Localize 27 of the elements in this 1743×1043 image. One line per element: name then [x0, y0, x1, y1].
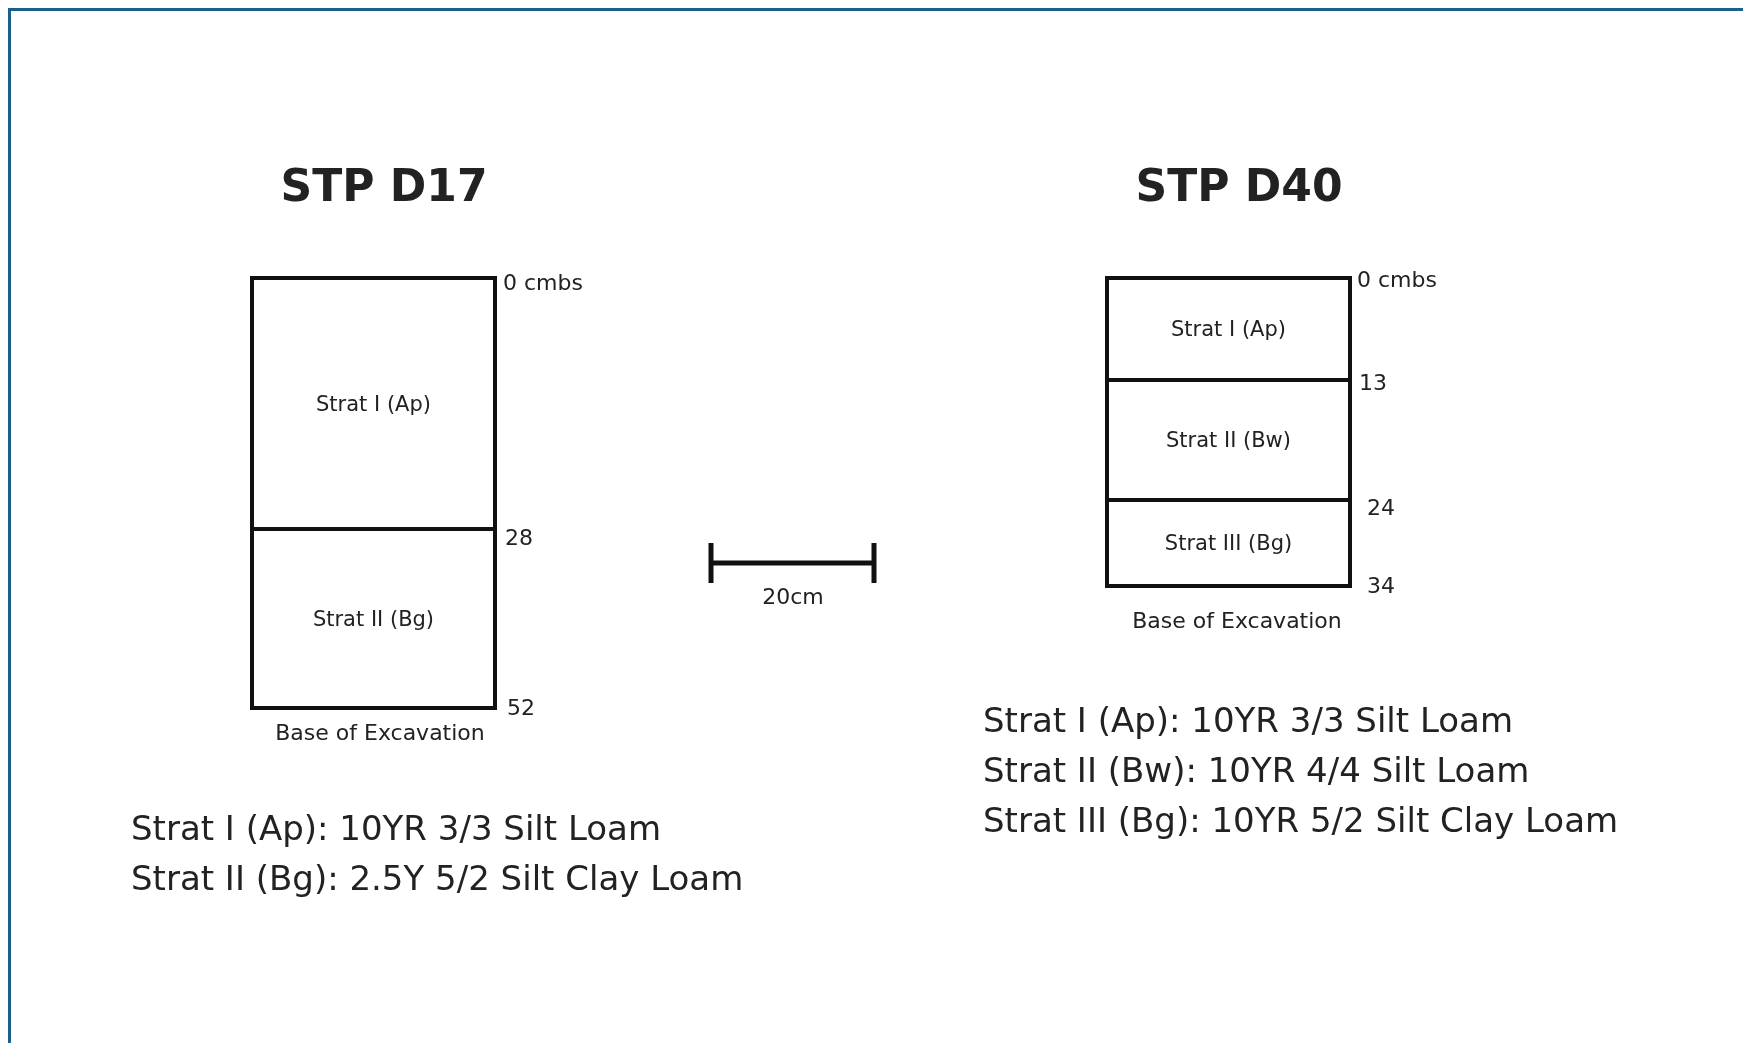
stratum-label: Strat I (Ap) — [316, 391, 431, 416]
stratum-box — [250, 531, 497, 710]
stratum-box — [1105, 276, 1352, 382]
soil-description: Strat II (Bg): 2.5Y 5/2 Silt Clay Loam — [131, 858, 744, 898]
depth-label: 34 — [1367, 573, 1395, 598]
stratum-label: Strat II (Bw) — [1166, 428, 1291, 452]
depth-label: 24 — [1367, 495, 1395, 520]
stratum-label: Strat III (Bg) — [1164, 531, 1293, 555]
soil-description: Strat II (Bw): 10YR 4/4 Silt Loam — [983, 750, 1530, 790]
stratum-label: Strat I (Ap) — [1171, 317, 1286, 341]
stratum-box — [1105, 502, 1352, 588]
soil-description: Strat I (Ap): 10YR 3/3 Silt Loam — [131, 808, 662, 848]
base-label: Base of Excavation — [275, 720, 485, 745]
stratum-label: Strat II (Bg) — [312, 606, 435, 631]
soil-description: Strat III (Bg): 10YR 5/2 Silt Clay Loam — [983, 800, 1619, 840]
scale-label: 20cm — [762, 584, 824, 609]
profile-title: STP D17 — [280, 160, 488, 211]
depth-label: 13 — [1359, 370, 1387, 395]
depth-label: 0 cmbs — [503, 270, 583, 295]
profile-title: STP D40 — [1135, 160, 1343, 211]
soil-description: Strat I (Ap): 10YR 3/3 Silt Loam — [983, 700, 1514, 740]
depth-label: 52 — [507, 695, 535, 720]
depth-label: 28 — [505, 525, 533, 550]
base-label: Base of Excavation — [1132, 608, 1342, 633]
stratum-box — [1105, 382, 1352, 502]
stratum-box — [250, 276, 497, 531]
depth-label: 0 cmbs — [1357, 267, 1437, 292]
